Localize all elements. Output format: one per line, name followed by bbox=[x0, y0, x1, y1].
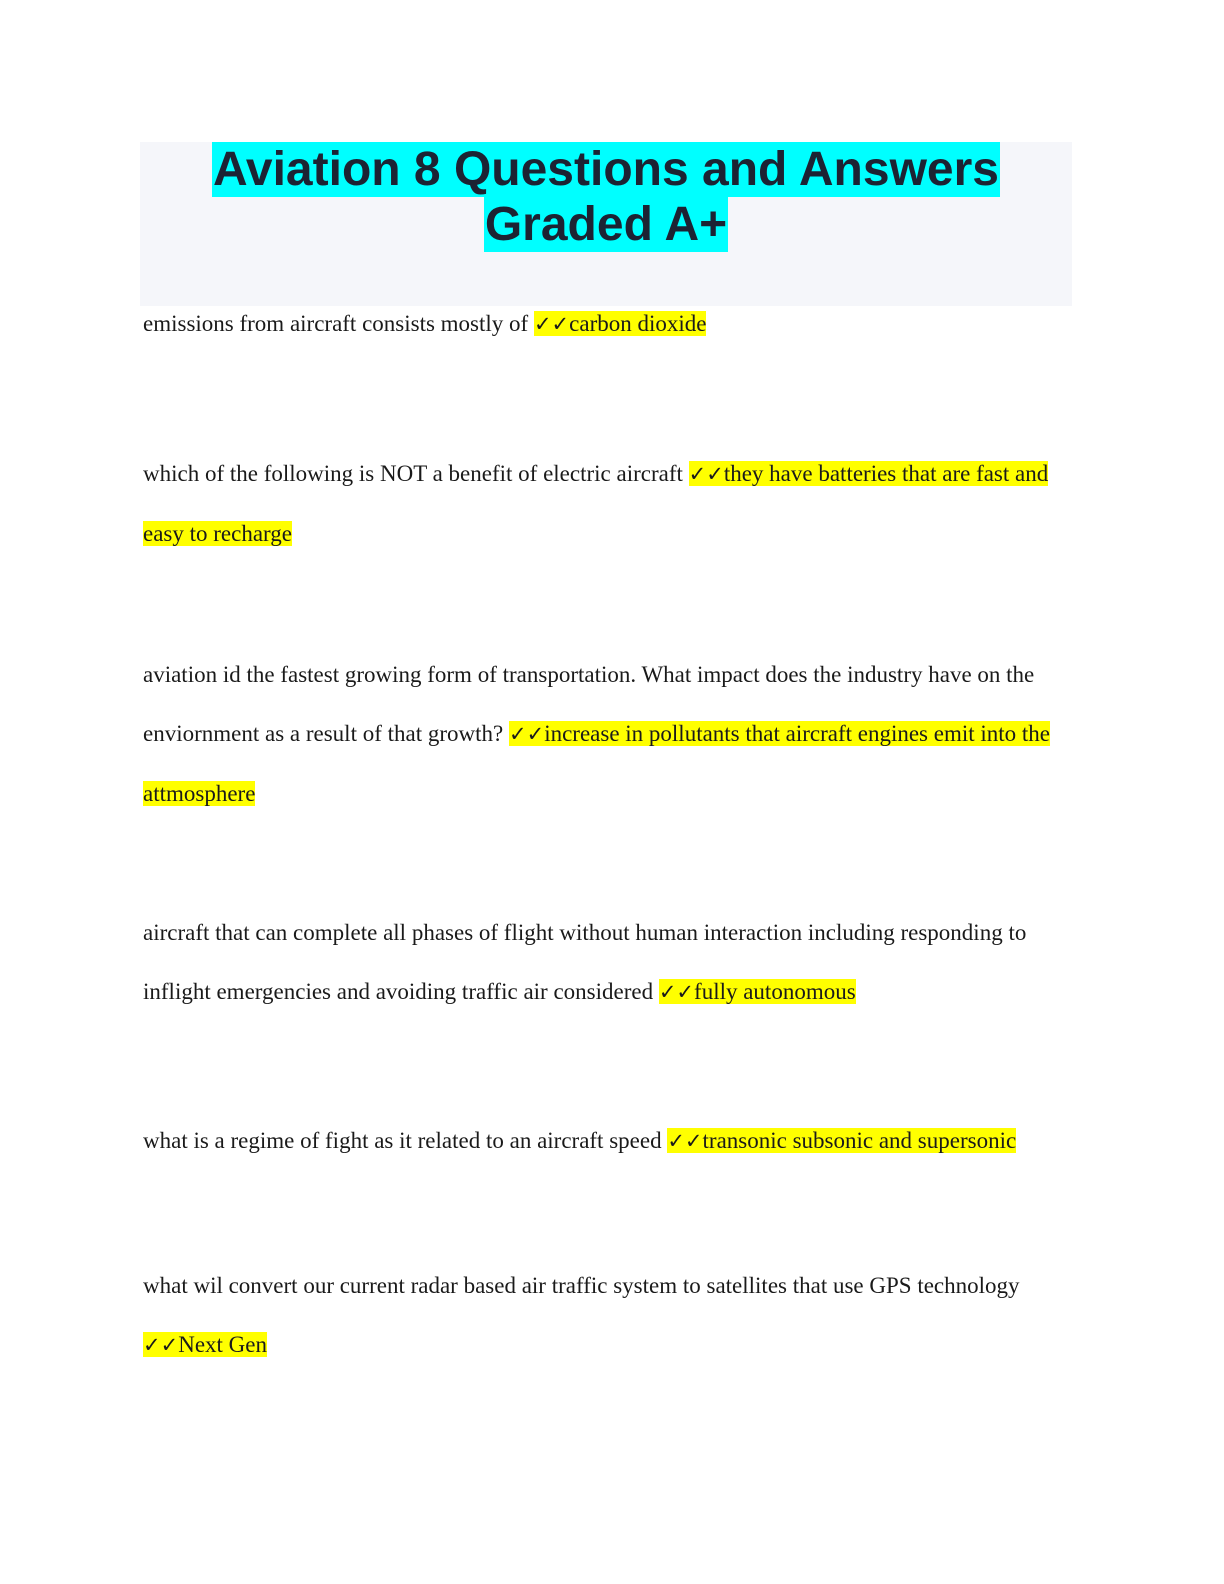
qa-item-1: emissions from aircraft consists mostly … bbox=[143, 294, 1073, 354]
answer-text: transonic subsonic and supersonic bbox=[702, 1128, 1017, 1153]
document-title-line-2: Graded A+ bbox=[483, 197, 729, 252]
document-title-line-1: Aviation 8 Questions and Answers bbox=[212, 142, 1000, 197]
double-check-icon: ✓✓ bbox=[667, 1129, 703, 1153]
answer-text: carbon dioxide bbox=[569, 311, 707, 336]
question-text: emissions from aircraft consists mostly … bbox=[143, 311, 534, 336]
answer-highlight: ✓✓carbon dioxide bbox=[533, 311, 707, 336]
answer-text: they have batteries that are fast and ea… bbox=[143, 461, 1049, 546]
answer-text: Next Gen bbox=[178, 1332, 267, 1357]
double-check-icon: ✓✓ bbox=[508, 722, 545, 746]
double-check-icon: ✓✓ bbox=[533, 312, 570, 336]
answer-highlight: ✓✓transonic subsonic and supersonic bbox=[667, 1128, 1017, 1153]
question-text: which of the following is NOT a benefit … bbox=[143, 461, 689, 486]
qa-item-6: what wil convert our current radar based… bbox=[143, 1256, 1073, 1375]
double-check-icon: ✓✓ bbox=[658, 980, 695, 1004]
qa-item-4: aircraft that can complete all phases of… bbox=[143, 903, 1073, 1022]
answer-highlight: ✓✓Next Gen bbox=[143, 1332, 267, 1357]
title-block: Aviation 8 Questions and Answers Graded … bbox=[140, 142, 1072, 306]
qa-item-3: aviation id the fastest growing form of … bbox=[143, 645, 1073, 823]
question-text: what is a regime of fight as it related … bbox=[143, 1128, 668, 1153]
answer-text: increase in pollutants that aircraft eng… bbox=[143, 721, 1051, 806]
question-text: aircraft that can complete all phases of… bbox=[143, 920, 1027, 1004]
qa-item-5: what is a regime of fight as it related … bbox=[143, 1111, 1073, 1171]
answer-highlight: ✓✓fully autonomous bbox=[658, 979, 856, 1004]
question-text: aviation id the fastest growing form of … bbox=[143, 662, 1035, 746]
question-text: what wil convert our current radar based… bbox=[143, 1273, 1020, 1298]
qa-item-2: which of the following is NOT a benefit … bbox=[143, 444, 1073, 563]
double-check-icon: ✓✓ bbox=[143, 1333, 179, 1357]
double-check-icon: ✓✓ bbox=[688, 462, 724, 486]
answer-text: fully autonomous bbox=[694, 979, 856, 1004]
